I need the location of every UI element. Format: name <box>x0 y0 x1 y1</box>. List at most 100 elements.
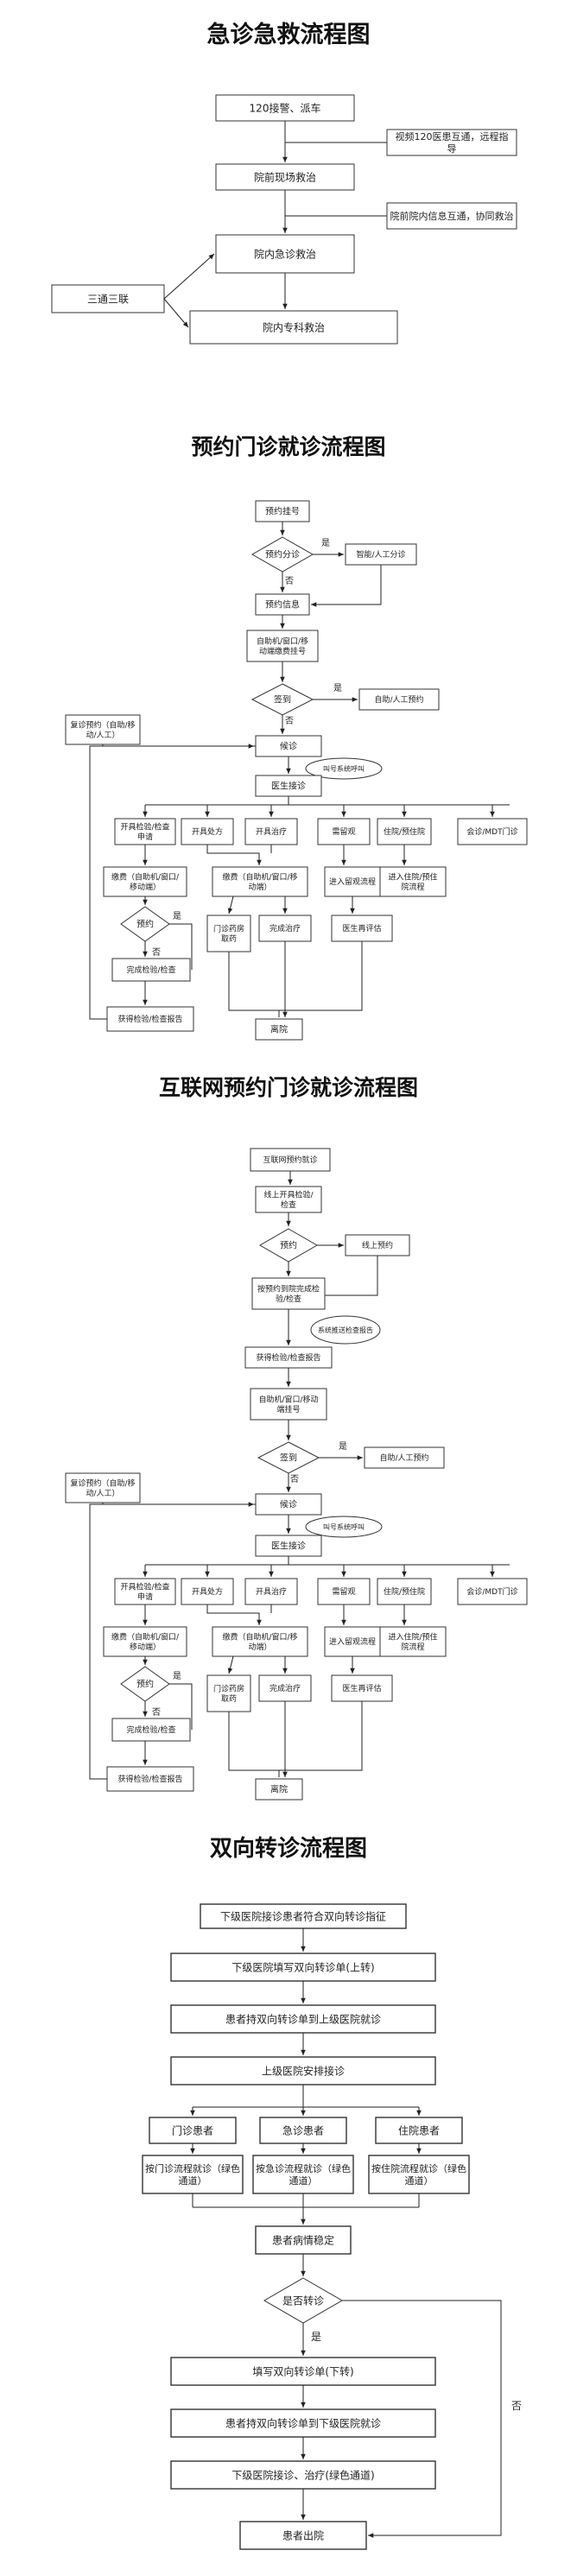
internet-observe-label: 需留观 <box>332 1586 355 1597</box>
appointment-getreport-box <box>106 1006 194 1032</box>
ap-yes1: 是 <box>321 538 330 548</box>
internet-observe-box <box>317 1578 371 1605</box>
internet-admit-box <box>377 1578 432 1605</box>
title-emergency: 急诊急救流程图 <box>206 22 371 48</box>
in-qarrive-label: 签到 <box>280 1453 297 1464</box>
appointment-admit-box <box>377 818 432 845</box>
appointment-leave-label: 离院 <box>270 1024 288 1035</box>
internet-no2: 否 <box>152 1707 161 1718</box>
internet-yes2: 是 <box>173 1671 181 1681</box>
appointment-reeval-box <box>331 915 393 942</box>
internet-triage-box <box>255 1493 322 1516</box>
appointment-treat-box <box>244 818 298 845</box>
rf-outpatient-label: 门诊患者 <box>172 2123 213 2136</box>
rf-a-no <box>342 2300 502 2538</box>
rf-emergency_flow-label: 按急诊流程就诊（绿色通道） <box>256 2162 351 2187</box>
internet-pharmacy-label: 门诊药房取药 <box>213 1684 244 1704</box>
internet-qappt-label: 预约 <box>136 1679 154 1690</box>
ap-a3 <box>311 565 382 607</box>
internet-dotreat-box <box>258 1674 312 1702</box>
appointment-revisit-box <box>65 714 141 745</box>
appointment-exam-box <box>114 818 176 845</box>
internet-pay-label: 缴费（自助机/窗口/移动端） <box>111 1632 180 1652</box>
appointment-leave-box <box>255 1018 303 1041</box>
ap-no2: 否 <box>285 716 294 726</box>
in-arrive-label: 按预约到院完成检验/检查 <box>257 1284 320 1304</box>
internet-reeval-box <box>331 1674 393 1702</box>
em-errescue-box <box>215 234 355 274</box>
appointment-pay-label: 缴费（自助机/窗口/移动端） <box>111 872 180 892</box>
rf-emergency_flow-box <box>252 2155 354 2194</box>
ap-payreg-box <box>246 630 319 662</box>
ap-qbooked-label: 预约分诊 <box>265 549 300 560</box>
rf-emergency-label: 急诊患者 <box>282 2123 324 2136</box>
rf-filldown-label: 填写双向转诊单(下转) <box>252 2364 353 2377</box>
internet-reeval-label: 医生再评估 <box>342 1683 381 1693</box>
em-info-label: 院前院内信息互通，协同救治 <box>390 210 514 222</box>
appointment-doexam-box <box>111 958 191 982</box>
rf-patientup-label: 患者持双向转诊单到上级医院就诊 <box>225 2012 381 2025</box>
internet-dotreat-label: 完成治疗 <box>269 1683 301 1693</box>
in-a4 <box>325 1256 378 1296</box>
internet-a-loop <box>89 1502 254 1780</box>
appointment-admitflow-label: 进入住院/预住院流程 <box>388 872 437 892</box>
appointment-a-leave1 <box>228 952 280 1017</box>
rf-discharge-label: 患者出院 <box>282 2529 324 2541</box>
rf-fillup-label: 下级医院填写双向转诊单(上转) <box>231 1960 374 1973</box>
rf-stable-label: 患者病情稳定 <box>272 2233 334 2246</box>
appointment-a-leave3 <box>279 941 363 1011</box>
internet-pay2-box <box>212 1626 308 1657</box>
in-online-label: 互联网预约就诊 <box>263 1155 317 1165</box>
internet-pay2-label: 缴费（自助机/窗口/移动端） <box>222 1632 297 1652</box>
appointment-observe-box <box>317 818 371 845</box>
appointment-revisit-label: 复诊预约（自助/移动/人工） <box>70 720 135 740</box>
rf-outpatient_flow-box <box>142 2155 244 2194</box>
in-arrive-box <box>251 1277 326 1310</box>
internet-a-yes <box>169 1683 193 1730</box>
in-resched-box <box>364 1446 445 1469</box>
in-qappt-label: 预约 <box>280 1240 297 1251</box>
appointment-admit-label: 住院/预住院 <box>384 826 425 837</box>
rf-discharge-box <box>239 2521 367 2550</box>
internet-admitflow-label: 进入住院/预住院流程 <box>388 1632 437 1652</box>
em-specialist-box <box>189 310 398 345</box>
in-notice-ellipse <box>310 1315 381 1345</box>
appointment-exam-label: 开具检验/检查申请 <box>120 822 169 842</box>
em-arrow-7 <box>163 253 215 300</box>
internet-getreport-label: 获得检验/检查报告 <box>117 1774 182 1784</box>
rf-start-label: 下级医院接诊患者符合双向转诊指征 <box>220 1909 386 1922</box>
internet-leave-label: 离院 <box>270 1784 288 1795</box>
internet-treat-label: 开具治疗 <box>256 1586 287 1597</box>
appointment-a-yes <box>169 923 193 970</box>
ap-self-label: 智能/人工分诊 <box>356 549 405 560</box>
appointment-qappt-label: 预约 <box>136 919 154 930</box>
internet-callsys-ellipse <box>305 1516 383 1538</box>
internet-mdt-label: 会诊/MDT门诊 <box>466 1586 517 1597</box>
appointment-observe-label: 需留观 <box>332 826 355 837</box>
rf-no: 否 <box>511 2400 522 2412</box>
in-report-box <box>244 1346 333 1369</box>
appointment-admitflow-box <box>379 866 447 897</box>
em-triple-label: 三通三联 <box>87 293 129 305</box>
appointment-a-loop <box>89 744 254 1020</box>
internet-admit-label: 住院/预住院 <box>384 1586 425 1597</box>
appointment-callsys-ellipse <box>305 757 383 780</box>
rf-emergency-box <box>259 2117 347 2144</box>
em-guidance-label: 视频120医患互通，远程指导 <box>396 130 509 155</box>
rf-qtransfer-label: 是否转诊 <box>282 2294 324 2307</box>
appointment-pharmacy-box <box>206 915 251 953</box>
em-errescue-label: 院内急诊救治 <box>254 247 316 260</box>
internet-a-pharm <box>227 1655 234 1674</box>
ap-yes2: 是 <box>333 683 342 693</box>
internet-a-pay2a <box>206 1604 262 1625</box>
internet-exam-label: 开具检验/检查申请 <box>120 1582 169 1602</box>
internet-mdt-box <box>457 1578 528 1605</box>
ap-resched-box <box>358 688 440 711</box>
appointment-dotreat-label: 完成治疗 <box>269 923 301 934</box>
ap-resched-label: 自助/人工预约 <box>374 694 423 705</box>
ap-qarrive-label: 签到 <box>274 694 291 706</box>
appointment-a-pay2a <box>206 845 262 865</box>
appointment-reeval-label: 医生再评估 <box>342 923 381 934</box>
internet-doexam-box <box>111 1718 191 1742</box>
rf-patientdown-label: 患者持双向转诊单到下级医院就诊 <box>225 2416 381 2429</box>
